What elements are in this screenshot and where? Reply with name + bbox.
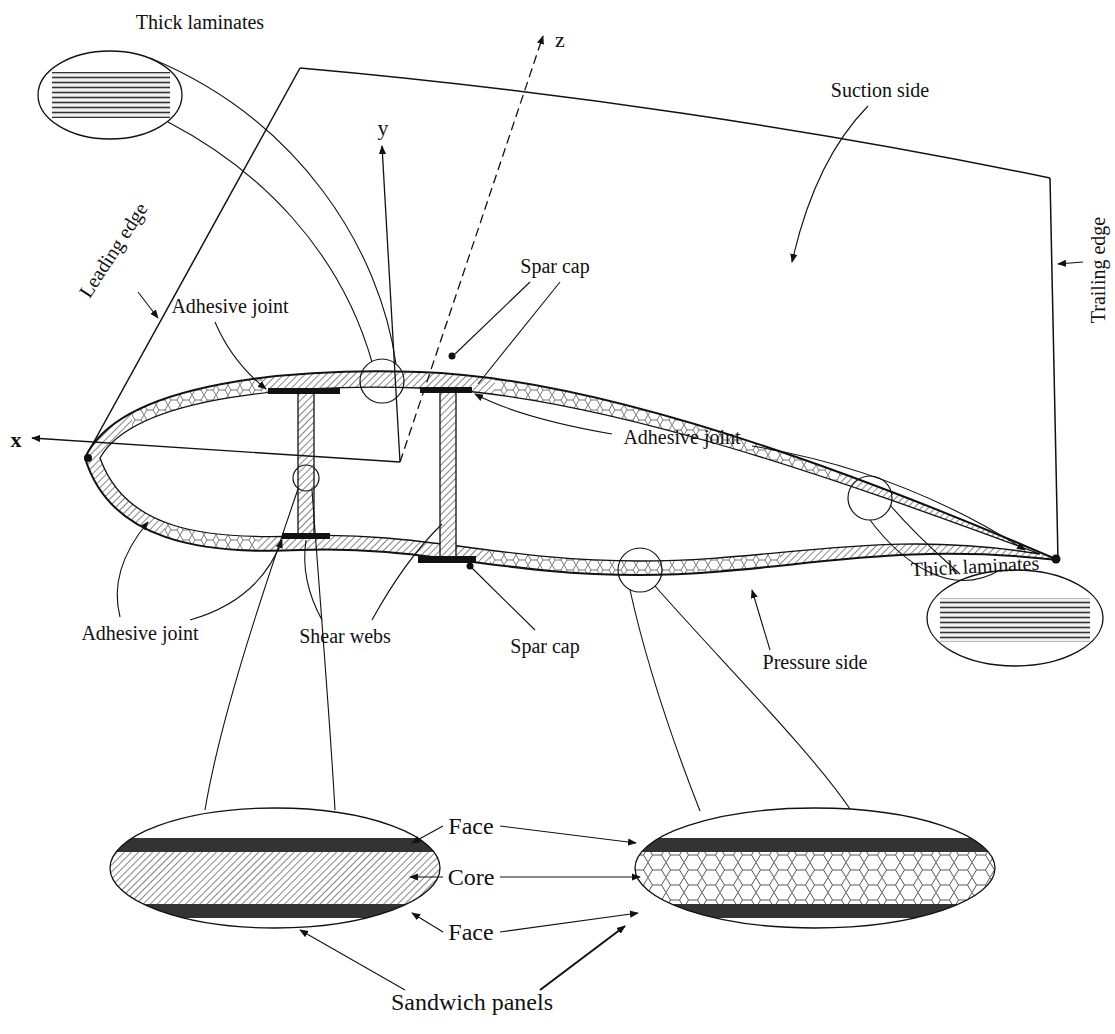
drawing-circle (618, 548, 662, 592)
drawing-path (190, 540, 282, 620)
drawing-path (215, 322, 266, 389)
drawing-line (478, 282, 560, 384)
blade-shell (60, 350, 1070, 590)
drawing-rect (420, 387, 472, 393)
part-label: Suction side (829, 79, 931, 101)
drawing-line (400, 36, 543, 462)
part-label: Sandwich panels (389, 989, 555, 1015)
drawing-path (117, 522, 148, 617)
drawing-circle (293, 465, 319, 491)
label-leaders (117, 106, 1083, 990)
drawing-circle (360, 359, 404, 403)
part-label: x (9, 428, 24, 452)
drawing-line (1050, 178, 1058, 560)
part-label: Face (446, 813, 495, 839)
drawing-line (410, 876, 443, 877)
detail-circles (293, 359, 892, 592)
drawing-line (32, 438, 400, 462)
drawing-circle (848, 476, 892, 520)
drawing-line (412, 913, 443, 932)
part-label: y (376, 116, 391, 140)
drawing-rect (282, 533, 330, 539)
drawing-rect (100, 838, 450, 852)
drawing-line (382, 146, 400, 462)
part-label: Core (446, 864, 497, 890)
leading-edge-point (84, 454, 92, 462)
drawing-line (500, 913, 638, 932)
drawing-line (1058, 262, 1083, 264)
drawing-rect (60, 350, 132, 465)
drawing-line (752, 590, 770, 650)
axes (32, 36, 543, 462)
blade-outline (85, 68, 1058, 560)
drawing-ellipse (635, 808, 995, 928)
drawing-path (150, 58, 396, 364)
drawing-rect (630, 904, 1000, 918)
drawing-path (305, 540, 322, 620)
part-label: Spar cap (508, 635, 581, 657)
part-label: Shear webs (297, 625, 393, 647)
drawing-path (752, 446, 1025, 550)
drawing-path (655, 586, 850, 809)
drawing-rect (262, 350, 495, 410)
drawing-ellipse (110, 808, 440, 928)
drawing-rect (418, 556, 476, 563)
shell-outline (85, 371, 1058, 575)
sandwich-inset-left (100, 838, 450, 918)
drawing-rect (298, 390, 314, 538)
drawing-rect (440, 389, 456, 557)
drawing-line (455, 282, 530, 354)
part-label: Face (446, 919, 495, 945)
drawing-line (500, 876, 640, 877)
sandwich-inset-right (630, 838, 1000, 918)
drawing-rect (60, 350, 1070, 590)
shear-webs (298, 389, 456, 557)
drawing-rect (630, 838, 1000, 852)
part-label: z (553, 28, 567, 52)
drawing-rect (840, 440, 1070, 590)
part-label: Spar cap (518, 255, 591, 277)
drawing-ellipse (38, 51, 182, 139)
drawing-line (300, 930, 405, 990)
adhesive-joints (268, 387, 476, 563)
drawing-rect (100, 904, 450, 918)
part-label: Trailing edge (1087, 215, 1109, 325)
part-label: Adhesive joint (621, 426, 742, 448)
drawing-path (630, 590, 700, 811)
part-label: Adhesive joint (79, 622, 200, 644)
drawing-line (540, 926, 625, 990)
drawing-rect (52, 72, 170, 118)
drawing-rect (630, 852, 1000, 904)
drawing-line (412, 826, 443, 843)
drawing-ellipse (927, 570, 1103, 666)
drawing-line (138, 292, 158, 318)
part-label: Adhesive joint (169, 295, 290, 317)
drawing-line (472, 568, 535, 630)
drawing-g (52, 72, 170, 118)
drawing-rect (60, 458, 165, 578)
shell-inner (100, 387, 1040, 561)
drawing-path (300, 68, 1050, 178)
drawing-line (500, 826, 636, 843)
inset-leaders (150, 58, 1000, 811)
drawing-rect (100, 852, 450, 904)
drawing-path (168, 122, 372, 362)
drawing-path (205, 489, 298, 810)
drawing-path (372, 524, 442, 620)
drawing-path (475, 394, 612, 434)
drawing-g (940, 598, 1090, 642)
drawing-path (792, 106, 868, 262)
trailing-edge-point (1052, 555, 1061, 564)
laminate-inset (38, 51, 1103, 666)
drawing-rect (940, 598, 1090, 642)
part-label: Thick laminates (134, 11, 266, 33)
part-label: Thick laminates (908, 552, 1041, 581)
part-label: Leading edge (73, 197, 153, 303)
leader-dot (449, 353, 456, 360)
drawing-rect (268, 388, 340, 394)
part-label: Pressure side (761, 651, 870, 673)
drawing-path (312, 490, 335, 810)
